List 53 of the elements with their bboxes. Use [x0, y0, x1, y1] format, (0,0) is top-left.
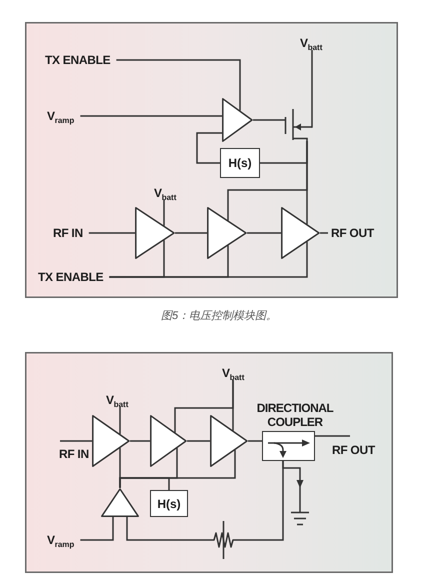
signal-label: V$_{ramp}$: [45, 533, 80, 547]
wire: [130, 440, 150, 442]
supply-label: V$_{batt}$: [298, 36, 324, 50]
supply-label: V$_{batt}$: [152, 186, 178, 200]
amplifier-symbol: [92, 415, 130, 467]
wire: [320, 232, 328, 234]
amplifier-symbol: [135, 207, 175, 259]
amplifier-symbol: [281, 207, 320, 259]
wire: [60, 440, 92, 442]
wire: [174, 380, 234, 433]
amplifier-symbol: [210, 415, 248, 467]
variable-resistor-symbol: [211, 521, 236, 559]
signal-label: V$_{ramp}$: [45, 109, 80, 123]
wire: [306, 141, 308, 224]
wire: [116, 59, 241, 111]
signal-label: RF OUT: [328, 226, 376, 240]
coupler-block: [262, 431, 315, 461]
signal-label: RF OUT: [330, 436, 377, 457]
diagram-panel: [25, 22, 398, 298]
wire: [119, 407, 121, 434]
amplifier-symbol: [150, 415, 187, 467]
wire: [126, 517, 211, 541]
signal-label: TX ENABLE: [43, 53, 116, 67]
wire: [253, 119, 283, 121]
wire: [187, 440, 210, 442]
wire: [311, 50, 313, 106]
wire: [236, 461, 284, 541]
component-label: DIRECTIONAL COUPLER: [256, 401, 334, 429]
supply-label: V$_{batt}$: [104, 393, 130, 407]
wire: [80, 115, 222, 117]
filter-block: H(s): [150, 490, 188, 517]
wire: [315, 435, 350, 437]
signal-label: RF IN: [51, 226, 89, 240]
amplifier-symbol: [207, 207, 247, 259]
filter-block: H(s): [220, 148, 260, 178]
amplifier-symbol: [101, 488, 139, 517]
wire: [248, 440, 262, 442]
figure-caption: 图5：电压控制模块图。: [160, 310, 278, 322]
wire: [196, 132, 222, 164]
wire: [247, 232, 281, 234]
signal-label: TX ENABLE: [36, 270, 110, 284]
signal-label: RF IN: [57, 441, 91, 461]
diagram-panel: [25, 352, 393, 573]
wire: [109, 242, 308, 278]
wire: [80, 517, 114, 541]
ground-symbol: [291, 510, 309, 527]
wire: [163, 200, 165, 226]
amplifier-symbol: [222, 98, 253, 142]
wire: [88, 232, 135, 234]
wire: [175, 232, 207, 234]
transistor-symbol: [283, 106, 314, 141]
supply-label: V$_{batt}$: [220, 366, 246, 380]
wire: [119, 477, 170, 490]
